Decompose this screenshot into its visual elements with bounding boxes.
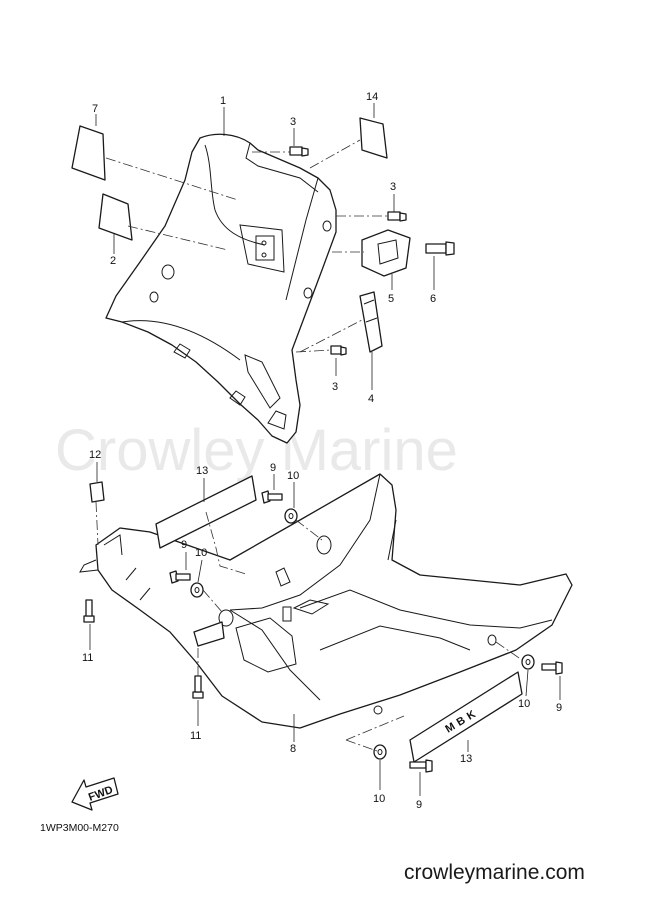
- emblem-strip-13-lower: MBK: [409, 671, 523, 763]
- fwd-arrow-icon: FWD: [71, 777, 119, 811]
- footer-site-link[interactable]: crowleymarine.com: [404, 861, 585, 884]
- callout-11: 11: [82, 652, 93, 664]
- washer-10-left: [190, 582, 204, 598]
- washer-10-right: [521, 654, 535, 670]
- bolt-9-upper: [261, 490, 283, 504]
- washer-10-upper: [284, 508, 298, 524]
- callout-13: 13: [460, 753, 472, 765]
- screw-3-middle: [387, 211, 407, 222]
- assembly-line: [345, 739, 381, 753]
- assembly-line: [105, 157, 239, 201]
- callout-4: 4: [368, 393, 374, 405]
- screw-3-lower: [330, 345, 347, 356]
- callout-3: 3: [390, 181, 396, 193]
- footrest-floor-panel: [79, 473, 573, 729]
- assembly-line: [495, 641, 523, 661]
- callout-3: 3: [332, 381, 338, 393]
- screw-3-upper: [289, 146, 309, 157]
- clip-4: [359, 291, 383, 353]
- assembly-line: [309, 139, 361, 169]
- label-sticker-14: [359, 117, 388, 159]
- callout-9: 9: [270, 462, 276, 474]
- bolt-9-bottom: [409, 759, 433, 773]
- nut-12: [89, 481, 105, 503]
- leg-shield-panel: [105, 133, 337, 444]
- diagram-code: 1WP3M00-M270: [40, 822, 119, 834]
- callout-6: 6: [430, 293, 436, 305]
- label-sticker-2: [98, 193, 133, 241]
- assembly-line: [299, 319, 363, 353]
- assembly-line: [345, 715, 405, 741]
- label-sticker-7: [71, 125, 106, 181]
- bolt-9-right: [541, 661, 563, 675]
- callout-3: 3: [290, 116, 296, 128]
- callout-5: 5: [388, 293, 394, 305]
- callout-9: 9: [556, 702, 562, 714]
- assembly-line: [295, 519, 323, 541]
- callout-10: 10: [287, 470, 299, 482]
- watermark: Crowley Marine: [55, 418, 458, 483]
- assembly-line: [95, 501, 99, 546]
- callout-2: 2: [110, 255, 116, 267]
- callout-11: 11: [190, 730, 201, 742]
- callout-12: 12: [89, 449, 101, 461]
- callout-7: 7: [92, 103, 98, 115]
- callout-13: 13: [196, 465, 208, 477]
- assembly-line: [127, 225, 229, 251]
- assembly-line: [295, 349, 332, 353]
- bracket-5: [361, 229, 411, 277]
- assembly-line: [205, 511, 247, 575]
- bolt-9-left: [169, 570, 191, 584]
- callout-14: 14: [366, 91, 378, 103]
- callout-1: 1: [220, 95, 226, 107]
- mounting-bracket: [193, 621, 225, 647]
- callout-10: 10: [373, 793, 385, 805]
- callout-8: 8: [290, 743, 296, 755]
- bolt-11-left: [83, 599, 95, 623]
- bolt-11-center: [192, 675, 204, 699]
- callout-10: 10: [195, 547, 207, 559]
- callout-10: 10: [518, 698, 530, 710]
- assembly-line: [202, 589, 223, 613]
- callout-9: 9: [416, 799, 422, 811]
- bolt-6: [425, 241, 455, 256]
- callout-9: 9: [181, 539, 187, 551]
